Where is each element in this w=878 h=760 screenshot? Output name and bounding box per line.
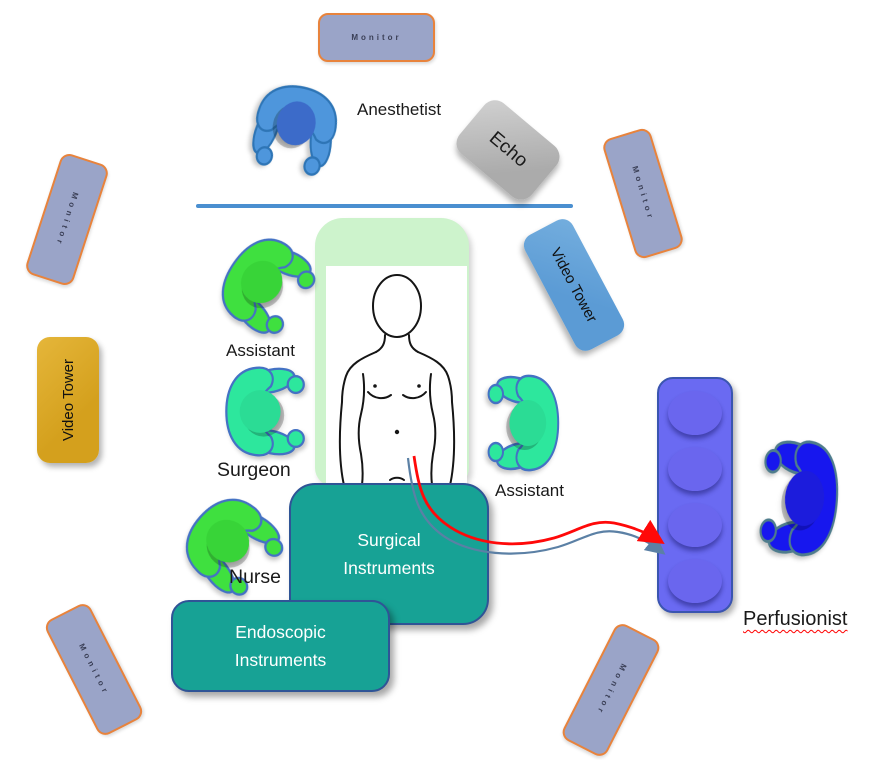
monitor-label: Monitor — [76, 641, 112, 698]
perfusionist-label: Perfusionist — [743, 608, 848, 630]
assistant-left-figure — [203, 221, 329, 348]
operating-table — [315, 218, 469, 486]
monitor-upper-left: Monitor — [23, 151, 111, 288]
video-tower-right: Video Tower — [519, 214, 629, 356]
monitor-bottom-right: Monitor — [559, 620, 663, 760]
endoscopic-instruments-table: Endoscopic Instruments — [171, 600, 390, 692]
echo-label: Echo — [484, 127, 532, 172]
pump-roller — [668, 447, 722, 491]
surgeon-label: Surgeon — [217, 459, 291, 481]
nurse-figure — [166, 479, 298, 610]
video-tower-label: Video Tower — [59, 358, 77, 441]
monitor-label: Monitor — [593, 662, 629, 718]
endoscopic-instruments-label-line2: Instruments — [234, 649, 327, 670]
monitor-label: Monitor — [630, 164, 656, 223]
drape-line — [196, 204, 573, 208]
monitor-label: Monitor — [351, 33, 402, 42]
assistant-right-figure — [483, 372, 563, 474]
patient-sheet — [326, 266, 467, 486]
anesthetist-label: Anesthetist — [357, 100, 442, 119]
patient-figure — [338, 274, 456, 486]
surgical-instruments-label-line2: Instruments — [343, 557, 435, 578]
monitor-upper-right: Monitor — [600, 126, 686, 261]
echo-machine: Echo — [450, 94, 566, 206]
nurse-label: Nurse — [229, 566, 282, 588]
video-tower-left: Video Tower — [37, 337, 99, 463]
endoscopic-instruments-label-line1: Endoscopic — [235, 621, 326, 642]
monitor-top: Monitor — [318, 13, 435, 62]
surgeon-figure — [221, 364, 310, 459]
anesthetist-figure — [244, 73, 346, 184]
monitor-label: Monitor — [53, 190, 81, 249]
pump-roller — [668, 559, 722, 603]
monitor-bottom-left: Monitor — [42, 600, 146, 739]
video-tower-label: Video Tower — [547, 244, 601, 326]
pump-roller — [668, 391, 722, 435]
pump-roller — [668, 503, 722, 547]
perfusion-machine — [657, 377, 733, 613]
assistant-left-label: Assistant — [226, 341, 295, 360]
assistant-right-label: Assistant — [495, 481, 564, 500]
surgical-instruments-label-line1: Surgical — [357, 529, 421, 550]
perfusionist-figure — [753, 435, 846, 561]
